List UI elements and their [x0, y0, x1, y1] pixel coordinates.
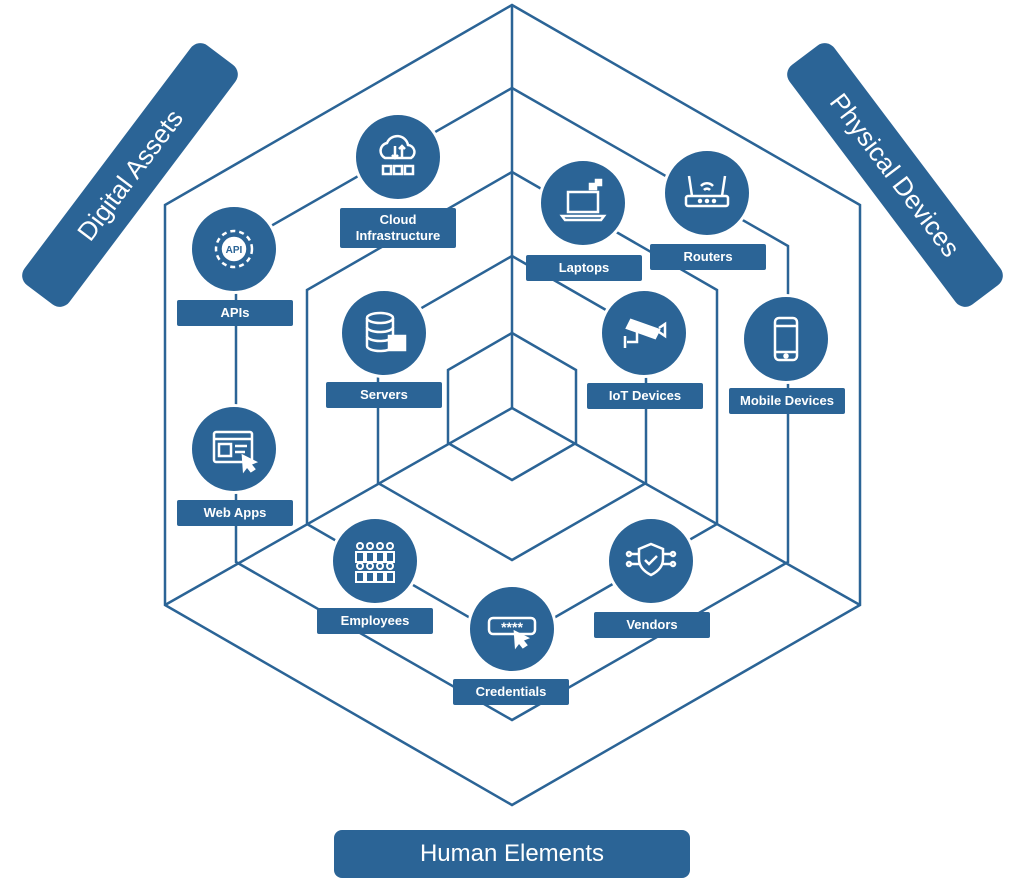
iot-label: IoT Devices [587, 383, 703, 409]
smartphone-icon [773, 316, 799, 362]
credentials-label: Credentials [453, 679, 569, 705]
servers-node [339, 288, 429, 378]
routers-label: Routers [650, 244, 766, 270]
servers-label: Servers [326, 382, 442, 408]
router-icon [684, 175, 730, 208]
password-field-icon: **** [487, 616, 537, 650]
mobile-node [741, 294, 831, 384]
laptop-icon [559, 178, 607, 222]
svg-text:****: **** [501, 619, 523, 635]
api-gear-icon: API [214, 229, 254, 269]
cloud-node [353, 112, 443, 202]
web-apps-label: Web Apps [177, 500, 293, 526]
routers-node [662, 148, 752, 238]
browser-window-icon [212, 430, 259, 474]
apis-node: API [189, 204, 279, 294]
iot-node [599, 288, 689, 378]
human-elements-title: Human Elements [419, 840, 605, 867]
svg-text:API: API [226, 245, 243, 256]
shield-network-icon [625, 542, 677, 577]
mobile-label: Mobile Devices [729, 388, 845, 414]
human-elements-banner: Human Elements [334, 830, 690, 878]
employees-label: Employees [317, 608, 433, 634]
security-camera-icon [623, 318, 667, 348]
cloud-label: Cloud Infrastructure [340, 208, 456, 248]
cloud-transfer-icon [379, 134, 416, 176]
server-database-icon [365, 311, 407, 353]
vendors-label: Vendors [594, 612, 710, 638]
people-group-icon [355, 542, 395, 583]
laptops-label: Laptops [526, 255, 642, 281]
credentials-node: **** [467, 584, 557, 674]
employees-node [330, 516, 420, 606]
apis-label: APIs [177, 300, 293, 326]
web-apps-node [189, 404, 279, 494]
vendors-node [606, 516, 696, 606]
laptops-node [538, 158, 628, 248]
